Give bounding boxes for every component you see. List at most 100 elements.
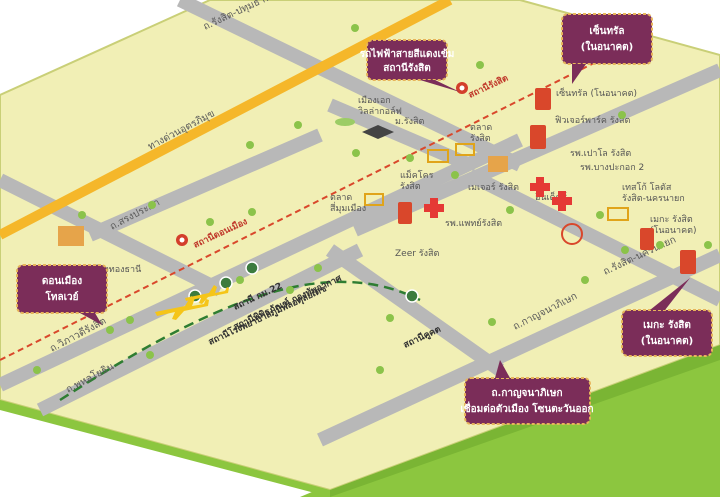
label-muang-ake: เมืองเอก xyxy=(358,95,391,106)
building-icon xyxy=(488,156,508,172)
building-icon xyxy=(58,226,84,246)
label-bangpakok: รพ.บางปะกอก 2 xyxy=(580,163,644,173)
road-kanchana xyxy=(317,248,720,447)
callout-mega-l1: เมกะ รังสิต xyxy=(643,319,691,331)
label-mega-small1: เมกะ รังสิต xyxy=(650,214,693,225)
label-major: เมเจอร์ รังสิต xyxy=(468,181,519,193)
road-connector-small xyxy=(327,98,473,172)
callout-box xyxy=(464,377,591,425)
label-villa-golf: วิลล่ากอล์ฟ xyxy=(358,105,402,117)
callout-box xyxy=(366,39,448,81)
hospital-cross-v xyxy=(430,198,438,218)
hospital-cross-v xyxy=(536,177,544,197)
label-market-si1: ตลาด xyxy=(330,193,352,203)
callout-arrow xyxy=(420,80,460,92)
tree-icon xyxy=(376,366,384,374)
tree-icon xyxy=(248,208,256,216)
tree-icon xyxy=(246,141,254,149)
label-market-right: ตลาด xyxy=(470,123,492,133)
tree-icon xyxy=(352,149,360,157)
basket-icon xyxy=(427,149,449,163)
callout-red-line-l1: รถไฟฟ้าสายสีแดงเข้ม xyxy=(360,47,455,60)
hospital-cross-icon-2 xyxy=(530,177,550,197)
label-tesco2: รังสิต-นครนายก xyxy=(622,193,685,204)
tree-icon xyxy=(286,286,294,294)
basket-icon xyxy=(364,193,384,206)
tree-icon xyxy=(386,314,394,322)
label-zeer: Zeer รังสิต xyxy=(395,248,440,259)
label-tesco1: เทสโก้ โลตัส xyxy=(622,182,672,193)
callout-mega: เมกะ รังสิต (ในอนาคต) xyxy=(621,278,713,357)
tree-icon xyxy=(126,316,134,324)
tree-icon xyxy=(618,111,626,119)
tree-icon xyxy=(236,276,244,284)
tree-icon xyxy=(148,201,156,209)
callout-box xyxy=(621,309,713,357)
callout-arrow xyxy=(572,64,586,84)
ferris-wheel-icon xyxy=(561,223,583,245)
tree-icon xyxy=(506,206,514,214)
hospital-cross-v xyxy=(558,191,566,211)
callout-kanchana: ถ.กาญจนาภิเษก เชื่อมต่อตัวเมือง โซนตะวัน… xyxy=(460,360,594,425)
tree-icon xyxy=(621,246,629,254)
map-base-side xyxy=(0,320,720,497)
pin-station-rangsit xyxy=(456,82,468,94)
pin-station-donmueang xyxy=(176,234,188,246)
label-imperial2: รังสิต xyxy=(400,181,421,192)
label-muang-thong: เมืองทองธานี xyxy=(90,264,141,275)
shopping-bag-icon xyxy=(640,228,654,250)
tree-icon xyxy=(704,241,712,249)
label-imperial1: แม็คโคร xyxy=(400,168,434,181)
pin-green-2 xyxy=(219,276,233,290)
callout-box xyxy=(16,264,108,314)
airplane-icon-2 xyxy=(185,285,229,304)
callout-central-l1: เซ็นทรัล xyxy=(589,23,624,37)
tree-icon xyxy=(206,218,214,226)
tree-icon xyxy=(33,366,41,374)
callout-red-line: รถไฟฟ้าสายสีแดงเข้ม สถานีรังสิต xyxy=(360,39,460,92)
label-market-si2: สี่มุมเมือง xyxy=(330,201,366,214)
callout-red-line-l2: สถานีรังสิต xyxy=(383,62,430,74)
tree-icon xyxy=(78,211,86,219)
shopping-bag-icon xyxy=(530,125,546,149)
road-connector-mid xyxy=(325,244,505,376)
callout-donmueang-l2: โทลเวย์ xyxy=(45,290,79,303)
label-phaet: รพ.แพทย์รังสิต xyxy=(445,217,502,229)
hospital-cross-icon-3 xyxy=(552,191,572,211)
callout-central: เซ็นทรัล (ในอนาคต) xyxy=(561,13,653,84)
callout-donmueang: ดอนเมือง โทลเวย์ xyxy=(16,264,108,325)
label-mega-small2: (โนอนาคต) xyxy=(650,225,697,236)
road-rangsit-pathum xyxy=(176,0,524,172)
road-network xyxy=(0,0,720,447)
tree-icon xyxy=(146,351,154,359)
road-phahonyothin xyxy=(36,243,364,417)
callout-mega-l2: (ในอนาคต) xyxy=(641,334,694,347)
road-vibhavadi xyxy=(0,133,523,392)
callout-arrow xyxy=(495,360,510,378)
shopping-bag-icon xyxy=(535,88,551,110)
road-upper-right xyxy=(352,63,720,237)
airplane-icon xyxy=(155,296,209,320)
label-future-park: ฟิวเจอร์พาร์ค รังสิต xyxy=(555,114,630,126)
pin-dot xyxy=(459,85,465,91)
callout-box xyxy=(561,13,653,65)
graduation-cap-icon xyxy=(362,125,394,139)
callout-kanchana-l1: ถ.กาญจนาภิเษก xyxy=(491,387,562,399)
green-line-rail xyxy=(59,280,421,402)
label-paolo: รพ.เปาโล รังสิต xyxy=(570,148,631,159)
label-market-right2: รังสิต xyxy=(470,133,491,144)
callout-arrow xyxy=(650,278,690,310)
tree-icon xyxy=(106,326,114,334)
tree-icon xyxy=(314,264,322,272)
label-central-small: เซ็นทรัล (โนอนาคต) xyxy=(556,86,637,99)
tree-icon xyxy=(656,241,664,249)
label-rangsit-uni: ม.รังสิต xyxy=(395,116,425,127)
tree-icon xyxy=(581,276,589,284)
pin-green-4 xyxy=(405,289,419,303)
tree-icon xyxy=(294,121,302,129)
road-connector-top xyxy=(87,128,323,242)
tree-icon xyxy=(596,211,604,219)
shopping-bag-icon xyxy=(680,250,696,274)
basket-icon xyxy=(607,207,629,221)
